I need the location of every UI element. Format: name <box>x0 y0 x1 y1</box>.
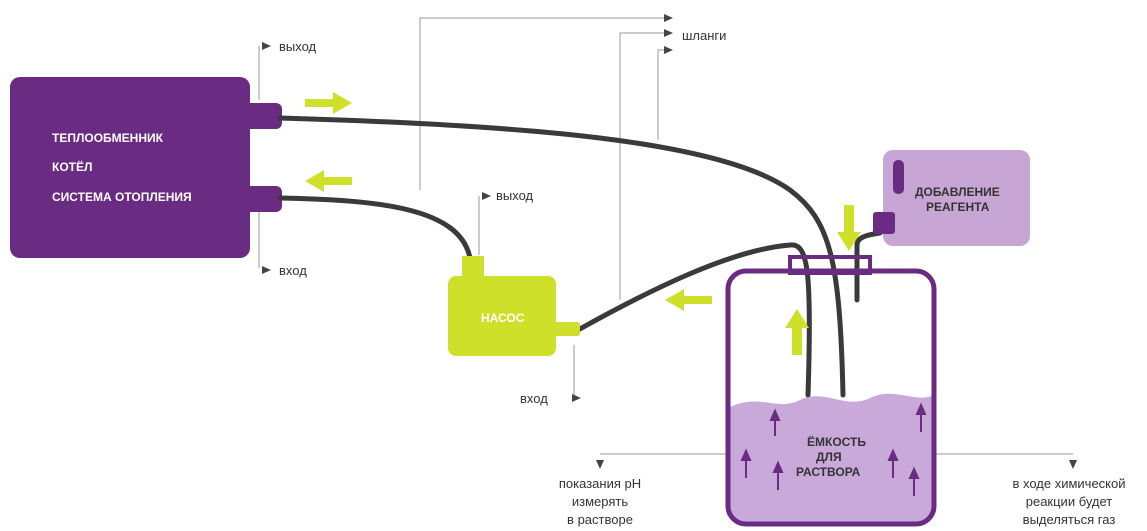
pump-label: НАСОС <box>481 311 525 325</box>
container-line3: РАСТВОРА <box>796 465 861 479</box>
reagent-line2: РЕАГЕНТА <box>926 200 990 214</box>
hoses-label: шланги <box>682 28 726 43</box>
triangle-pointer-icon <box>262 42 271 50</box>
triangle-pointer-icon <box>664 29 673 37</box>
arrow-down-icon <box>837 205 861 251</box>
reagent-line1: ДОБАВЛЕНИЕ <box>915 185 1000 199</box>
heat-exchanger-line1: ТЕПЛООБМЕННИК <box>52 131 164 145</box>
triangle-pointer-icon <box>664 14 673 22</box>
solution-container: ЁМКОСТЬ ДЛЯ РАСТВОРА <box>725 255 937 527</box>
container-line1: ЁМКОСТЬ <box>807 434 866 449</box>
pump-outlet-label: выход <box>496 188 534 203</box>
hose-return <box>277 195 473 261</box>
gas-note-line2: реакции будет <box>1026 494 1113 509</box>
heat-exchanger: ТЕПЛООБМЕННИК КОТЁЛ СИСТЕМА ОТОПЛЕНИЯ <box>10 77 282 258</box>
pump-inlet-label: вход <box>520 391 548 406</box>
heat-exchanger-line2: КОТЁЛ <box>52 159 92 174</box>
gas-note-line1: в ходе химической <box>1012 476 1125 491</box>
gas-note-line3: выделяться газ <box>1023 512 1116 527</box>
arrow-up-icon <box>915 402 927 432</box>
triangle-pointer-icon <box>262 266 271 274</box>
arrow-up-icon <box>740 448 752 478</box>
solution-liquid <box>728 393 934 524</box>
triangle-pointer-icon <box>482 192 491 200</box>
heat-exchanger-inlet-label: вход <box>279 263 307 278</box>
triangle-pointer-icon <box>572 394 581 402</box>
ph-note-line3: в растворе <box>567 512 633 527</box>
container-line2: ДЛЯ <box>816 450 842 464</box>
arrow-up-icon <box>908 466 920 496</box>
flow-arrows <box>305 92 861 355</box>
arrow-right-icon <box>305 92 352 114</box>
hose-pump-container <box>575 242 812 398</box>
pointer-markers <box>262 14 1077 469</box>
arrow-up-icon <box>769 408 781 436</box>
heat-exchanger-outlet-port <box>240 103 282 129</box>
arrow-up-icon <box>772 460 784 490</box>
heat-exchanger-line3: СИСТЕМА ОТОПЛЕНИЯ <box>52 190 192 204</box>
heat-exchanger-outlet-label: выход <box>279 39 317 54</box>
leader-lines <box>258 17 1073 455</box>
ph-note-line2: измерять <box>572 494 628 509</box>
gas-arrows <box>740 402 927 496</box>
triangle-pointer-icon <box>664 46 673 54</box>
arrow-up-icon <box>785 309 809 355</box>
arrow-left-icon <box>665 289 712 311</box>
heat-exchanger-inlet-port <box>240 186 282 212</box>
reagent-canister: ДОБАВЛЕНИЕ РЕАГЕНТА <box>873 150 1030 246</box>
triangle-pointer-icon <box>1069 460 1077 469</box>
pump: НАСОС <box>448 256 580 356</box>
ph-note-line1: показания pH <box>559 476 641 491</box>
hose-outlet <box>277 115 846 398</box>
ph-note: показания pH измерять в растворе <box>559 476 641 527</box>
arrow-left-icon <box>305 170 352 192</box>
triangle-pointer-icon <box>596 460 604 469</box>
arrow-up-icon <box>887 448 899 478</box>
gas-note: в ходе химической реакции будет выделять… <box>1012 476 1125 527</box>
